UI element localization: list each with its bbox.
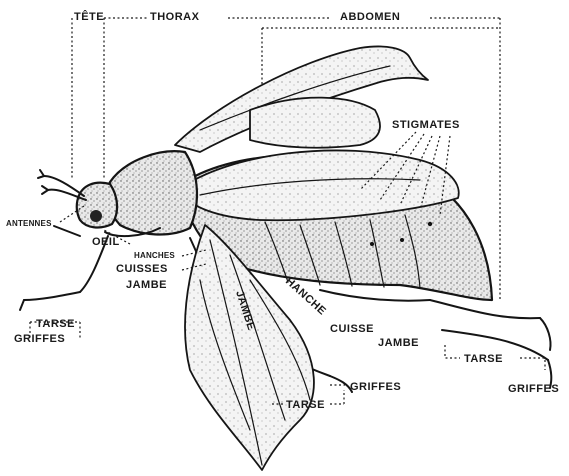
label-tete: TÊTE <box>74 10 104 23</box>
label-abdomen: ABDOMEN <box>340 11 400 23</box>
label-thorax: THORAX <box>150 11 200 23</box>
label-griffes-right: GRIFFES <box>508 383 559 395</box>
label-griffes-mid: GRIFFES <box>350 381 401 393</box>
label-hanches: HANCHES <box>134 251 175 260</box>
label-tarse-mid: TARSE <box>286 399 325 411</box>
label-tarse-left: TARSE <box>36 318 75 330</box>
label-tarse-right: TARSE <box>464 353 503 365</box>
label-cuisses: CUISSES <box>116 263 168 275</box>
compound-eye <box>90 210 102 222</box>
label-oeil: OEIL <box>92 236 120 248</box>
label-griffes-left: GRIFFES <box>14 333 65 345</box>
label-jambe-front: JAMBE <box>126 279 167 291</box>
label-stigmates: STIGMATES <box>392 119 460 131</box>
label-jambe-right: JAMBE <box>378 337 419 349</box>
hind-leg <box>320 290 551 388</box>
thorax <box>107 151 197 234</box>
label-cuisse-right: CUISSE <box>330 323 374 335</box>
label-antennes: ANTENNES <box>6 219 52 228</box>
hind-wing <box>250 98 380 148</box>
